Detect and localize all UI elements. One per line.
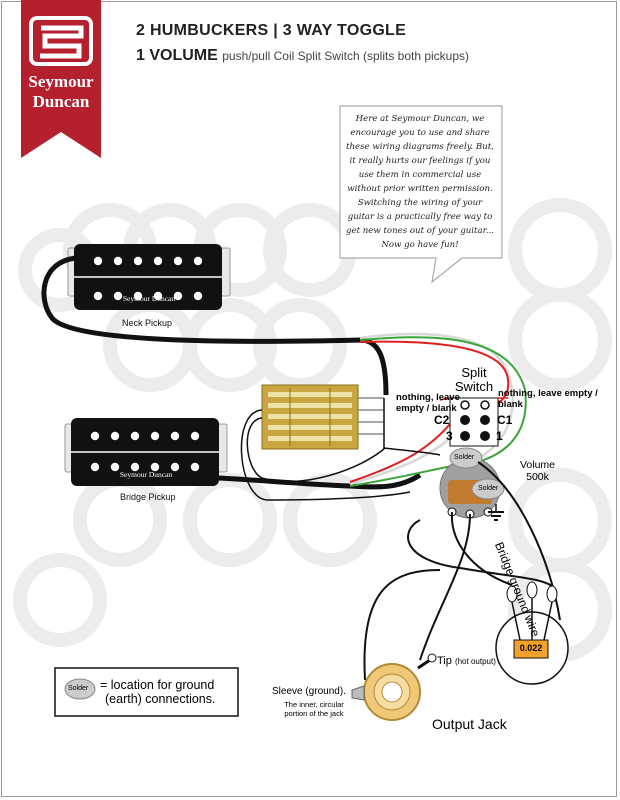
legend-box: [54, 667, 239, 717]
sleeve-note-2: portion of the jack: [284, 709, 344, 718]
neck-pickup-label: Neck Pickup: [122, 318, 173, 328]
pole-piece: [133, 291, 143, 301]
ground-symbol: [488, 504, 504, 521]
usage-note: Here at Seymour Duncan, we encourage you…: [346, 114, 494, 250]
bridge-white-wire: [349, 439, 449, 486]
toggle-ground-wire: [246, 417, 386, 483]
pole-piece: [90, 431, 100, 441]
right-note-2: blank: [498, 399, 523, 410]
output-jack-graphic: [351, 653, 437, 721]
bridge-pickup-label: Bridge Pickup: [120, 492, 176, 502]
note-bubble: [339, 105, 503, 284]
left-note-1: nothing, leave: [396, 392, 460, 403]
tip-note: (hot output): [454, 657, 496, 666]
left-note-2: empty / blank: [396, 403, 457, 414]
neck-pickup-brand: Seymour Duncan: [122, 294, 176, 303]
page-title: 2 HUMBUCKERS | 3 WAY TOGGLE: [136, 22, 407, 39]
pole-piece: [190, 431, 200, 441]
split-switch-lugs: [439, 397, 508, 447]
sleeve-note-1: The inner, circular: [284, 700, 344, 709]
pole-piece: [110, 431, 120, 441]
bridge-lead-wire: [217, 472, 422, 490]
tip-label-text: Tip: [437, 655, 452, 667]
pole-piece: [133, 256, 143, 266]
lug-c2: C2: [434, 413, 450, 427]
split-right-note: nothing, leave empty /blank: [498, 388, 598, 410]
neck-lead-wire: [41, 255, 389, 396]
pole-piece: [113, 291, 123, 301]
neck-pole-pieces: [93, 256, 203, 301]
pole-piece: [93, 256, 103, 266]
solder-point-1: Solder: [454, 454, 475, 461]
legend-text-2: (earth) connections.: [105, 692, 216, 706]
pole-piece: [173, 256, 183, 266]
sleeve-label: Sleeve (ground).: [272, 686, 346, 697]
split-title-2: Switch: [454, 379, 494, 394]
volume-pot: [439, 447, 505, 519]
neck-red-wire: [359, 340, 510, 406]
pole-piece: [170, 431, 180, 441]
pole-piece: [113, 256, 123, 266]
solder-point-2: Solder: [478, 485, 499, 492]
pole-piece: [170, 462, 180, 472]
toggle-switch: [261, 384, 359, 450]
page-subtitle: 1 VOLUME push/pull Coil Split Switch (sp…: [136, 47, 469, 65]
brand-line1: Seymour: [28, 72, 94, 91]
lug-3: 3: [446, 429, 453, 443]
legend-solder-chip: Solder: [68, 685, 89, 692]
tip-label: Tip (hot output): [437, 655, 496, 667]
seymour-duncan-logo: [21, 0, 101, 158]
bridge-red-wire: [349, 417, 456, 483]
pole-piece: [153, 256, 163, 266]
subtitle-rest: push/pull Coil Split Switch (splits both…: [222, 49, 470, 63]
tone-capacitor-pot: [495, 581, 569, 685]
pole-piece: [130, 462, 140, 472]
legend-text: = location for ground(earth) connections…: [100, 678, 215, 706]
pole-piece: [150, 431, 160, 441]
volume-label-1: Volume: [520, 459, 556, 471]
pole-piece: [130, 431, 140, 441]
legend-text-1: = location for ground: [100, 678, 215, 692]
pole-piece: [193, 291, 203, 301]
pole-piece: [190, 462, 200, 472]
neck-pickup: [67, 244, 231, 310]
lug-1: 1: [496, 429, 503, 443]
pole-piece: [150, 462, 160, 472]
pole-piece: [90, 462, 100, 472]
capacitor-value: 0.022: [519, 643, 543, 653]
lug-c1: C1: [497, 413, 513, 427]
pole-piece: [153, 291, 163, 301]
right-note-1: nothing, leave empty /: [498, 388, 598, 399]
bridge-pole-pieces: [90, 431, 200, 472]
volume-label-2: 500k: [526, 471, 549, 483]
bridge-pickup-brand: Seymour Duncan: [119, 470, 173, 479]
pole-piece: [110, 462, 120, 472]
pole-piece: [173, 291, 183, 301]
brand-line2: Duncan: [32, 92, 90, 111]
pole-piece: [93, 291, 103, 301]
neck-green-wire: [359, 336, 527, 465]
split-title-1: Split: [461, 365, 487, 380]
pole-piece: [193, 256, 203, 266]
output-jack-title: Output Jack: [432, 716, 507, 732]
subtitle-bold: 1 VOLUME: [136, 47, 218, 64]
bridge-pickup: [64, 418, 228, 486]
